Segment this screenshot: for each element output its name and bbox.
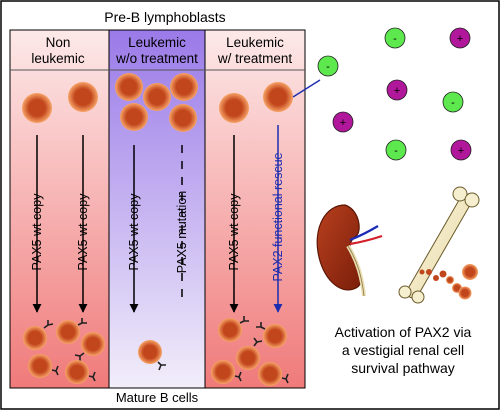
connector-line: [292, 79, 321, 98]
svg-text:+: +: [458, 145, 464, 157]
svg-text:+: +: [340, 117, 346, 129]
differentiation-arrows: [32, 125, 283, 313]
cation-icon: +: [386, 79, 408, 101]
mature-b-cells: [23, 316, 289, 386]
arrow-labels: PAX5 wt copy PAX5 wt copy PAX5 wt copy P…: [30, 152, 285, 281]
kidney-icon: [316, 204, 383, 297]
mature-b-cell: [256, 322, 287, 348]
cation-icon: +: [449, 27, 471, 49]
lymphoblast-cell: [120, 103, 148, 131]
lymphoblast-cell: [219, 93, 249, 123]
ions: - + - + + - - +: [317, 27, 472, 161]
mature-b-cell: [23, 320, 54, 350]
mature-b-cell: [138, 340, 166, 371]
svg-text:-: -: [451, 97, 455, 109]
mature-b-cell: [28, 354, 59, 378]
cation-icon: +: [332, 111, 354, 133]
anion-icon: -: [442, 91, 464, 113]
cation-icon: +: [450, 139, 472, 161]
bone-icon: [398, 186, 480, 304]
col3-heading-line1: Leukemic: [226, 35, 284, 50]
svg-text:-: -: [393, 33, 397, 45]
label-col2-a: PAX5 wt copy: [127, 193, 141, 271]
label-col1-b: PAX5 wt copy: [76, 193, 90, 271]
svg-text:-: -: [394, 145, 398, 157]
label-col3-a: PAX5 wt copy: [227, 193, 241, 271]
emerging-cell: [426, 269, 432, 275]
mature-b-cell: [65, 360, 96, 384]
emerging-cell: [462, 264, 478, 280]
col1-heading-line2: leukemic: [31, 51, 85, 66]
col2-heading-line1: Leukemic: [128, 35, 186, 50]
label-col2-b: PAX5 mutation: [175, 191, 189, 274]
emerging-cell: [419, 269, 425, 275]
lymphoblast-cells: [22, 73, 293, 132]
mature-b-cell: [211, 360, 242, 384]
emerging-cells: [419, 264, 478, 300]
lymphoblast-cell: [22, 93, 52, 123]
anion-icon: -: [385, 139, 407, 161]
caption-line1: Activation of PAX2 via: [335, 324, 472, 340]
lymphoblast-cell: [115, 73, 143, 101]
emerging-cell: [458, 286, 472, 300]
label-col1-a: PAX5 wt copy: [30, 193, 44, 271]
footer-label: Mature B cells: [116, 390, 199, 405]
svg-text:+: +: [457, 33, 463, 45]
anion-icon: -: [317, 55, 339, 77]
svg-text:-: -: [326, 61, 330, 73]
lymphoblast-cell: [68, 82, 98, 112]
emerging-cell: [446, 276, 454, 284]
mature-b-cell: [74, 332, 105, 361]
lymphoblast-cell: [143, 83, 171, 111]
mature-b-cell: [218, 316, 249, 342]
lymphoblast-cell: [263, 82, 293, 112]
mature-b-cell: [258, 362, 289, 386]
col1-heading-line1: Non: [46, 35, 71, 50]
label-col3-rescue: PAX2 functional rescue: [271, 152, 285, 281]
emerging-cell: [439, 270, 447, 278]
caption-line2: a vestigial renal cell: [342, 342, 464, 358]
lymphoblast-cell: [169, 104, 197, 132]
caption: Activation of PAX2 via a vestigial renal…: [335, 324, 472, 376]
caption-line3: survival pathway: [351, 360, 455, 376]
emerging-cell: [433, 275, 439, 281]
mature-b-cell: [56, 318, 87, 344]
anion-icon: -: [384, 27, 406, 49]
column-headings: Non leukemic Leukemic w/o treatment Leuk…: [31, 35, 292, 66]
col3-heading-line2: w/ treatment: [217, 51, 293, 66]
lymphoblast-cell: [170, 73, 198, 101]
header-title: Pre-B lymphoblasts: [104, 9, 225, 25]
svg-text:+: +: [394, 85, 400, 97]
mature-b-cell: [236, 337, 263, 370]
col2-heading-line2: w/o treatment: [115, 51, 198, 66]
